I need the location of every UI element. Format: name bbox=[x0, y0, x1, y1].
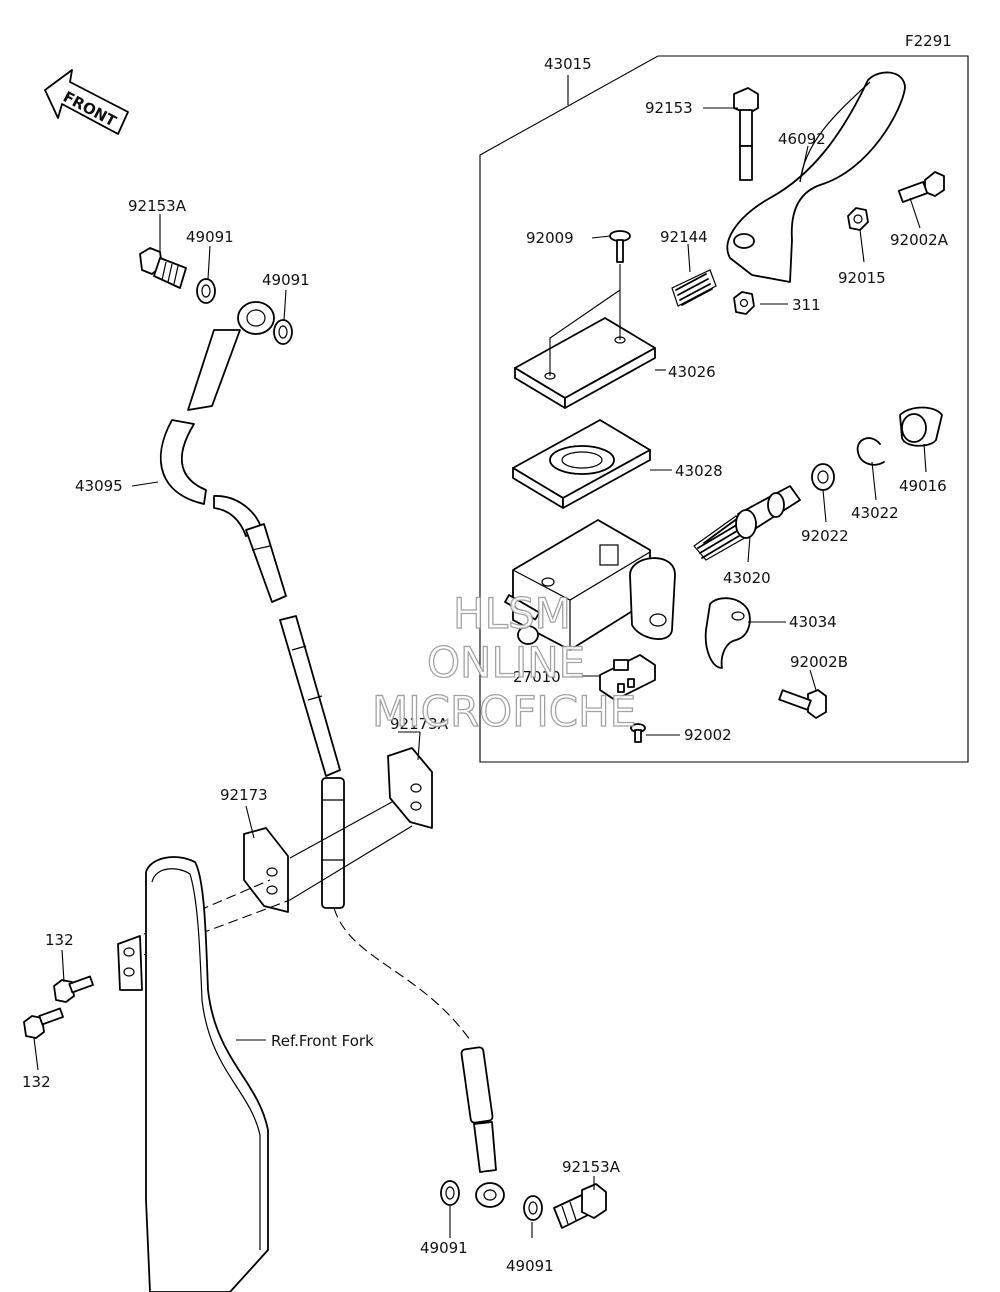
reservoir-diaphragm bbox=[512, 419, 651, 509]
label-27010: 27010 bbox=[513, 668, 561, 686]
washer-49091-top-a bbox=[196, 278, 216, 304]
label-92009: 92009 bbox=[526, 229, 574, 247]
bolt-92002B bbox=[778, 689, 827, 719]
bolt-132-lower bbox=[23, 1007, 64, 1039]
master-cylinder-body bbox=[504, 519, 676, 651]
watermark-line-2: ONLINE bbox=[427, 638, 585, 687]
reservoir-cap bbox=[514, 264, 656, 409]
label-92153A-bottom: 92153A bbox=[562, 1158, 621, 1176]
washer-49091-bottom-b bbox=[523, 1195, 543, 1221]
label-43015: 43015 bbox=[544, 55, 592, 73]
front-direction-arrow: FRONT bbox=[44, 69, 129, 135]
label-43034: 43034 bbox=[789, 613, 837, 631]
label-132-upper: 132 bbox=[45, 931, 74, 949]
front-fork bbox=[117, 856, 269, 1292]
label-92144: 92144 bbox=[660, 228, 708, 246]
washer-49091-bottom-a bbox=[440, 1180, 460, 1206]
spring-92144 bbox=[671, 269, 717, 307]
label-92015: 92015 bbox=[838, 269, 886, 287]
label-132-lower: 132 bbox=[22, 1073, 51, 1091]
brake-hose bbox=[159, 301, 505, 1208]
label-92002B: 92002B bbox=[790, 653, 848, 671]
brake-lever bbox=[726, 71, 906, 283]
label-46092: 46092 bbox=[778, 130, 826, 148]
bolt-132-upper bbox=[53, 975, 94, 1003]
leader-lines bbox=[33, 107, 927, 1238]
circlip-43022 bbox=[856, 437, 885, 466]
label-92022: 92022 bbox=[801, 527, 849, 545]
piston-assembly bbox=[693, 485, 801, 561]
label-49091-d: 49091 bbox=[506, 1257, 554, 1275]
label-311: 311 bbox=[792, 296, 821, 314]
washer-92022 bbox=[811, 463, 835, 491]
label-49091-c: 49091 bbox=[420, 1239, 468, 1257]
label-92002A: 92002A bbox=[890, 231, 949, 249]
label-49091-b: 49091 bbox=[262, 271, 310, 289]
label-43022: 43022 bbox=[851, 504, 899, 522]
dust-boot-49016 bbox=[899, 406, 943, 447]
screw-92009 bbox=[609, 230, 631, 263]
label-92173A: 92173A bbox=[390, 715, 449, 733]
label-49016: 49016 bbox=[899, 477, 947, 495]
pivot-bolt bbox=[733, 87, 759, 181]
banjo-bolt-top bbox=[139, 247, 187, 289]
banjo-bolt-bottom bbox=[553, 1183, 607, 1229]
washer-49091-top-b bbox=[273, 319, 293, 345]
label-92173: 92173 bbox=[220, 786, 268, 804]
label-43028: 43028 bbox=[675, 462, 723, 480]
handlebar-clamp bbox=[704, 597, 751, 669]
bolt-92002A bbox=[897, 171, 945, 203]
hose-clamp-92173A bbox=[387, 747, 433, 829]
label-43026: 43026 bbox=[668, 363, 716, 381]
figure-code: F2291 bbox=[905, 32, 952, 50]
part-labels: 43015 92153 46092 92002A 92009 92144 920… bbox=[22, 55, 949, 1275]
label-92153: 92153 bbox=[645, 99, 693, 117]
label-92153A-top: 92153A bbox=[128, 197, 187, 215]
label-43095: 43095 bbox=[75, 477, 123, 495]
assembly-frame bbox=[479, 55, 969, 763]
label-49091-a: 49091 bbox=[186, 228, 234, 246]
screw-92002 bbox=[630, 723, 646, 743]
nut-92015 bbox=[847, 207, 869, 231]
label-92002: 92002 bbox=[684, 726, 732, 744]
watermark-line-3: MICROFICHE bbox=[372, 687, 636, 736]
watermark: HLSM ONLINE MICROFICHE bbox=[371, 588, 636, 736]
watermark-line-1: HLSM bbox=[453, 589, 571, 638]
label-43020: 43020 bbox=[723, 569, 771, 587]
hose-clamp-92173 bbox=[243, 827, 289, 913]
label-ref-front-fork: Ref.Front Fork bbox=[271, 1032, 374, 1050]
brake-light-switch bbox=[599, 654, 656, 701]
nut-311 bbox=[733, 291, 755, 315]
